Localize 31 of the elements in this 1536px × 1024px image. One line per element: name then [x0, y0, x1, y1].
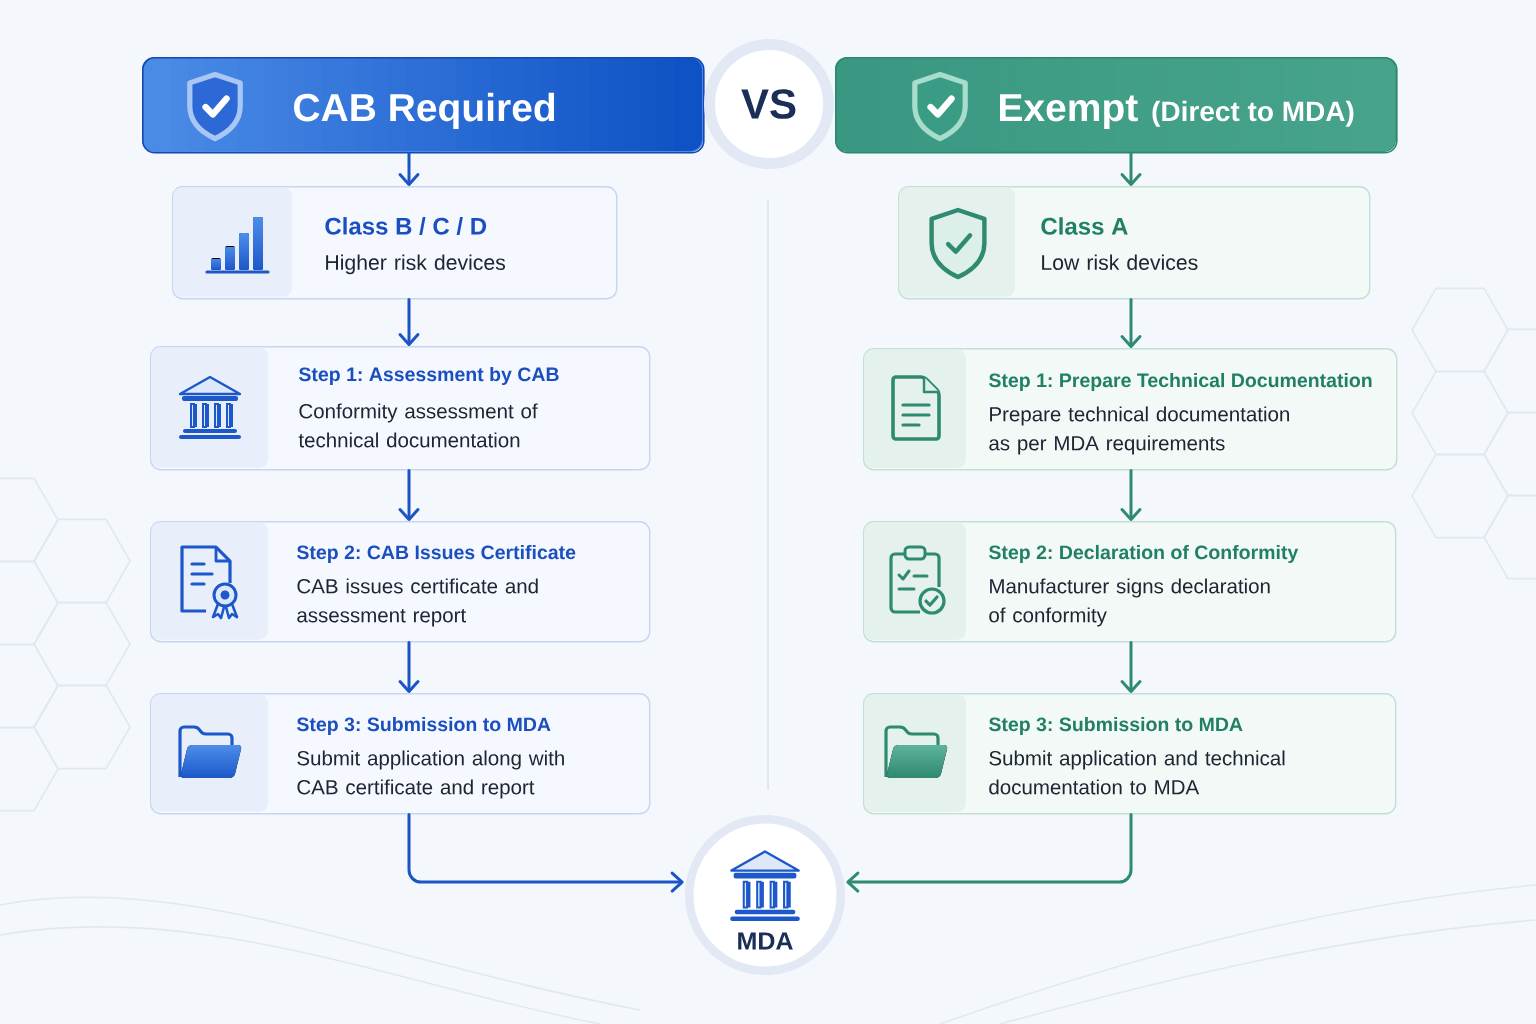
card-description: Manufacturer signs declaration of conformity [989, 578, 1270, 627]
arrow [398, 640, 420, 693]
card-title: Step 3: Submission to MDA [296, 716, 551, 736]
arrow [398, 468, 420, 521]
card-description: Prepare technical documentation as per MDA requirements [989, 406, 1289, 455]
card-title: Step 3: Submission to MDA [989, 716, 1243, 736]
arrow [398, 152, 420, 186]
badge-label: MDA [738, 932, 793, 950]
card-description: Low risk devices [1042, 254, 1198, 270]
arrow [1120, 468, 1142, 521]
arrow [1120, 152, 1142, 186]
vs-badge: VS [704, 39, 834, 169]
card-description: Submit application along with CAB certificate and report [297, 750, 564, 799]
card-title: Step 2: Declaration of Conformity [989, 544, 1299, 564]
banner-subtitle: (Direct to MDA) [1152, 100, 1354, 127]
arrow [1120, 640, 1142, 693]
arrow [1120, 297, 1142, 348]
card-title: Step 1: Prepare Technical Documentation [989, 372, 1372, 392]
card-description: Higher risk devices [326, 254, 506, 275]
arrow [846, 812, 1133, 893]
banner-title: Exempt [1000, 94, 1138, 130]
card-title: Class A [1041, 217, 1128, 235]
card-description: Conformity assessment of technical documentation [298, 403, 538, 448]
card-description: Submit application and technical documentation to MDA [989, 750, 1285, 795]
arrow [407, 812, 684, 893]
banner-title: CAB Required [294, 92, 555, 130]
card-description: CAB issues certificate and assessment report [297, 578, 538, 627]
card-title: Class B / C / D [325, 217, 487, 235]
card-title: Step 1: Assessment by CAB [298, 366, 559, 386]
arrow [398, 297, 420, 346]
card-title: Step 2: CAB Issues Certificate [296, 544, 576, 564]
